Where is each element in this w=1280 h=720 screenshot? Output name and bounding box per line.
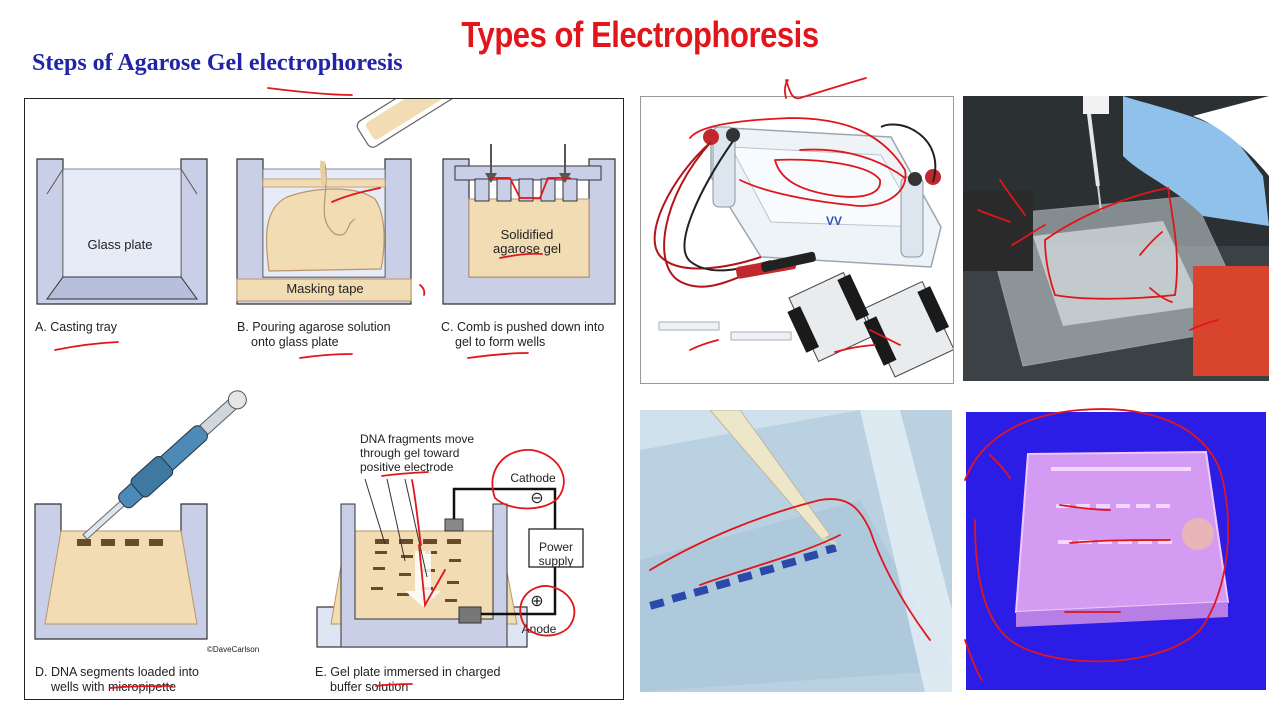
gel-tray-icon [787, 271, 953, 378]
well-loading-drawing [640, 410, 952, 692]
minus-icon: ⊖ [530, 490, 544, 507]
apparatus-drawing: VV [653, 123, 953, 378]
dna-note-line1: DNA fragments move [360, 432, 475, 446]
masking-tape-label: Masking tape [286, 281, 364, 296]
comb-icon [658, 321, 792, 341]
cathode-label: Cathode [510, 471, 556, 485]
caption-d-line1: D. DNA segments loaded into [35, 665, 199, 679]
caption-c-line1: C. Comb is pushed down into [441, 320, 605, 334]
casting-tray-b [236, 158, 412, 305]
gel-casting-photo [963, 96, 1269, 381]
casting-tray-c [442, 144, 616, 305]
beaker-icon [356, 99, 471, 148]
page-title: Types of Electrophoresis [461, 14, 819, 55]
casting-tray-a [36, 158, 208, 305]
plus-icon: ⊕ [530, 593, 544, 610]
agarose-steps-diagram: Glass plate Masking tape Solidified agar… [24, 98, 624, 700]
caption-b-line1: B. Pouring agarose solution [237, 320, 391, 334]
section-subtitle: Steps of Agarose Gel electrophoresis [32, 50, 403, 76]
caption-b-line2: onto glass plate [251, 335, 339, 349]
caption-a: A. Casting tray [35, 320, 117, 334]
anode-label: Anode [521, 622, 557, 636]
uv-gel-photo [966, 412, 1266, 690]
solidified-gel-label-1: Solidified [500, 227, 554, 242]
gel-casting-drawing [963, 96, 1269, 381]
dna-note-line3: positive electrode [360, 460, 454, 474]
glass-plate-label: Glass plate [87, 237, 153, 252]
credit-label: ©DaveCarlson [207, 645, 260, 654]
dna-note-line2: through gel toward [360, 446, 460, 460]
casting-tray-d [34, 503, 208, 640]
solidified-gel-label-2: agarose gel [493, 241, 561, 256]
well-loading-photo [640, 410, 952, 692]
power-supply-label-1: Power [538, 540, 573, 554]
caption-e-line2: buffer solution [330, 680, 409, 694]
apparatus-photo: VV [640, 96, 954, 384]
uv-gel-drawing [966, 412, 1266, 690]
caption-c-line2: gel to form wells [455, 335, 546, 349]
caption-e-line1: E. Gel plate immersed in charged [315, 665, 501, 679]
micropipette-icon [82, 390, 247, 540]
apparatus-brand: VV [826, 214, 842, 228]
caption-d-line2: wells with micropipette [51, 680, 177, 694]
power-supply-label-2: supply [538, 554, 574, 568]
